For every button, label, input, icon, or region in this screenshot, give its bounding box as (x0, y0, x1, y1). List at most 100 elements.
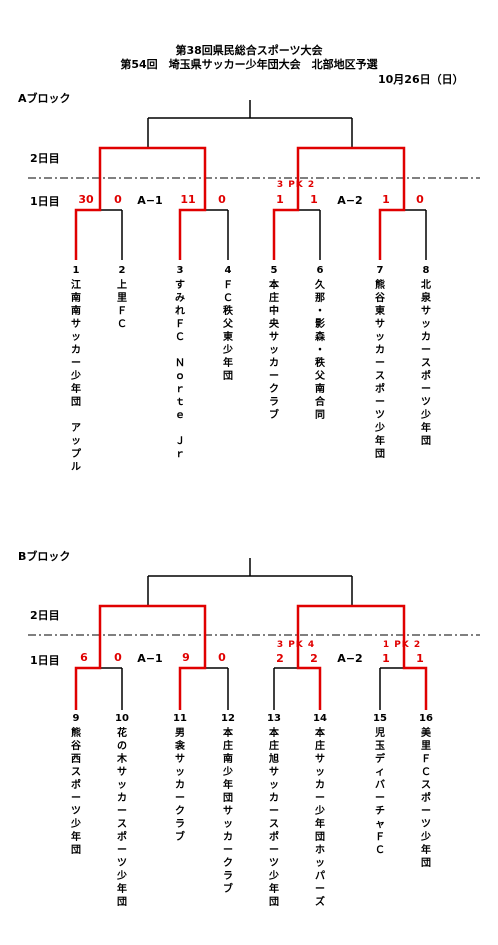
winner-lines (74, 146, 406, 260)
team-name-char: 年 (117, 884, 127, 895)
team-name-char: 少 (223, 345, 233, 356)
black-lines (100, 558, 404, 710)
team-name-char: サ (223, 806, 233, 817)
team-name-char: ｏ (175, 371, 185, 382)
team-name-char: ー (71, 793, 81, 804)
team-name-char: 庄 (269, 741, 279, 752)
team-name-char: デ (375, 754, 385, 765)
team-name-char: 父 (223, 319, 233, 330)
round1-label: 1日目 (30, 654, 60, 667)
team-name-char: ツ (421, 397, 431, 408)
team-name-char: ｒ (175, 384, 185, 395)
team-name-char: 南 (71, 306, 81, 317)
team-name-char: 少 (375, 423, 385, 434)
team-name-char: Ｃ (175, 332, 185, 343)
match-label: A−1 (137, 194, 163, 207)
team-name-char: 年 (375, 436, 385, 447)
team-name-char: 庄 (269, 293, 279, 304)
team-name-char: ポ (375, 384, 385, 395)
team-name-char: ー (71, 358, 81, 369)
team-name-char: 父 (315, 371, 325, 382)
team-name-char: カ (269, 793, 279, 804)
team-number: 5 (270, 265, 278, 276)
score-right: 0 (416, 193, 424, 206)
score-left: 6 (80, 651, 88, 664)
team-name-char: Ｃ (375, 845, 385, 856)
team-name: 久那・影森・秩父南合同 (313, 279, 327, 422)
team-name-char: カ (117, 793, 127, 804)
team-name-char: ー (315, 793, 325, 804)
team-name-char: 東 (375, 306, 385, 317)
team-number: 3 (176, 265, 184, 276)
team-name-char: ー (269, 845, 279, 856)
team-name-char: 那 (315, 293, 325, 304)
team-name-char: 熊 (71, 728, 81, 739)
score-right: 0 (218, 651, 226, 664)
team-number: 8 (422, 265, 430, 276)
team-name-char: ッ (315, 858, 325, 869)
team-name-char: 央 (269, 319, 279, 330)
team-name-char: ・ (315, 306, 325, 317)
team-name-char: ク (269, 384, 279, 395)
team-name-char: 玉 (375, 741, 385, 752)
team-name-char: サ (421, 306, 431, 317)
score-right: 1 (416, 652, 424, 665)
team-name-char: 団 (269, 897, 279, 908)
team-name-char: ツ (269, 858, 279, 869)
team-name-char: 団 (71, 397, 81, 408)
team-name-char: 少 (421, 832, 431, 843)
header-subtitle: 第54回 埼玉県サッカー少年団大会 北部地区予選 (120, 58, 378, 71)
team-name-char: 森 (315, 332, 325, 343)
team-name: 熊谷西スポーツ少年団 (69, 727, 83, 857)
team-entry: 9 熊谷西スポーツ少年団 (69, 712, 83, 857)
team-name-char: 熊 (375, 280, 385, 291)
team-name-char: 児 (375, 728, 385, 739)
team-name-char: 団 (223, 793, 233, 804)
team-number: 4 (224, 265, 232, 276)
team-name-char: 団 (223, 371, 233, 382)
block-title: Aブロック (18, 92, 71, 105)
team-name-char: 本 (269, 280, 279, 291)
pk-score: 1 PK 2 (382, 640, 422, 650)
match-label: A−1 (137, 652, 163, 665)
team-name-char: 久 (315, 280, 325, 291)
team-name-char: ー (269, 371, 279, 382)
team-name-char: ス (269, 819, 279, 830)
team-name-char: ィ (375, 767, 385, 778)
team-name-char: 泉 (421, 293, 431, 304)
team-name-char: 南 (71, 293, 81, 304)
team-name-char: カ (175, 780, 185, 791)
round2-label: 2日目 (30, 609, 60, 622)
winner-lines (74, 604, 428, 710)
team-name-char: ー (421, 384, 431, 395)
team-name-char: 中 (269, 306, 279, 317)
team-number: 14 (313, 713, 327, 724)
team-name-char: ー (315, 884, 325, 895)
score-right: 0 (114, 193, 122, 206)
team-number: 9 (72, 713, 80, 724)
match-label: A−2 (337, 194, 363, 207)
team-number: 11 (173, 713, 187, 724)
team-name-char: ャ (375, 819, 385, 830)
team-name-char: ッ (223, 819, 233, 830)
score-left: 1 (382, 193, 390, 206)
team-name-char: 団 (421, 436, 431, 447)
team-name-char: 少 (71, 371, 81, 382)
team-name-char: 本 (223, 728, 233, 739)
team-name-char: ツ (117, 858, 127, 869)
team-name-char: 年 (71, 384, 81, 395)
team-name-char: ク (223, 858, 233, 869)
team-name-char: ポ (269, 832, 279, 843)
team-name-char: ス (117, 819, 127, 830)
team-name-char: ッ (71, 332, 81, 343)
team-number: 7 (376, 265, 384, 276)
team-name-char: ポ (421, 793, 431, 804)
team-name-char: ポ (117, 832, 127, 843)
team-name-char: ク (175, 806, 185, 817)
